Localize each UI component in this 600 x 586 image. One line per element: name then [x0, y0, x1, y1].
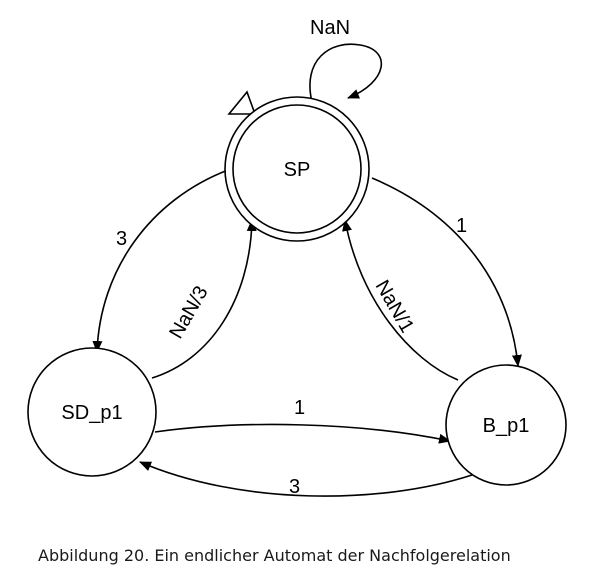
figure-caption: Abbildung 20. Ein endlicher Automat der … — [38, 546, 511, 565]
edge-label-b-p1-to-sd-p1: 3 — [289, 476, 300, 498]
edge-sp-to-b-p1 — [371, 177, 522, 367]
edge-sp-to-sd-p1 — [92, 169, 229, 353]
state-b-p1: B_p1 — [445, 364, 567, 486]
edge-sd-p1-to-b-p1 — [154, 423, 451, 444]
edge-sd-p1-to-sp — [151, 219, 257, 379]
edge-label-sp-self: NaN — [310, 17, 350, 39]
state-machine-diagram: NaN 3 NaN/3 1 NaN/1 1 3 SP SD_p1 — [27, 17, 567, 498]
state-sd-p1-label: SD_p1 — [61, 402, 122, 424]
edge-label-sp-to-b-p1: 1 — [456, 215, 467, 237]
state-sp: SP — [224, 96, 370, 242]
state-sd-p1: SD_p1 — [27, 347, 157, 477]
edge-label-sd-p1-to-b-p1: 1 — [294, 397, 305, 419]
start-state-marker — [227, 90, 257, 115]
edge-label-sd-p1-to-sp: NaN/3 — [165, 282, 212, 342]
edge-b-p1-to-sd-p1 — [139, 461, 473, 497]
state-b-p1-label: B_p1 — [483, 415, 530, 437]
edge-sp-self-loop — [309, 43, 383, 103]
state-sp-inner-ring — [232, 104, 362, 234]
edge-label-sp-to-sd-p1: 3 — [116, 228, 127, 250]
edge-b-p1-to-sp — [342, 219, 459, 381]
state-sp-label: SP — [284, 159, 311, 181]
